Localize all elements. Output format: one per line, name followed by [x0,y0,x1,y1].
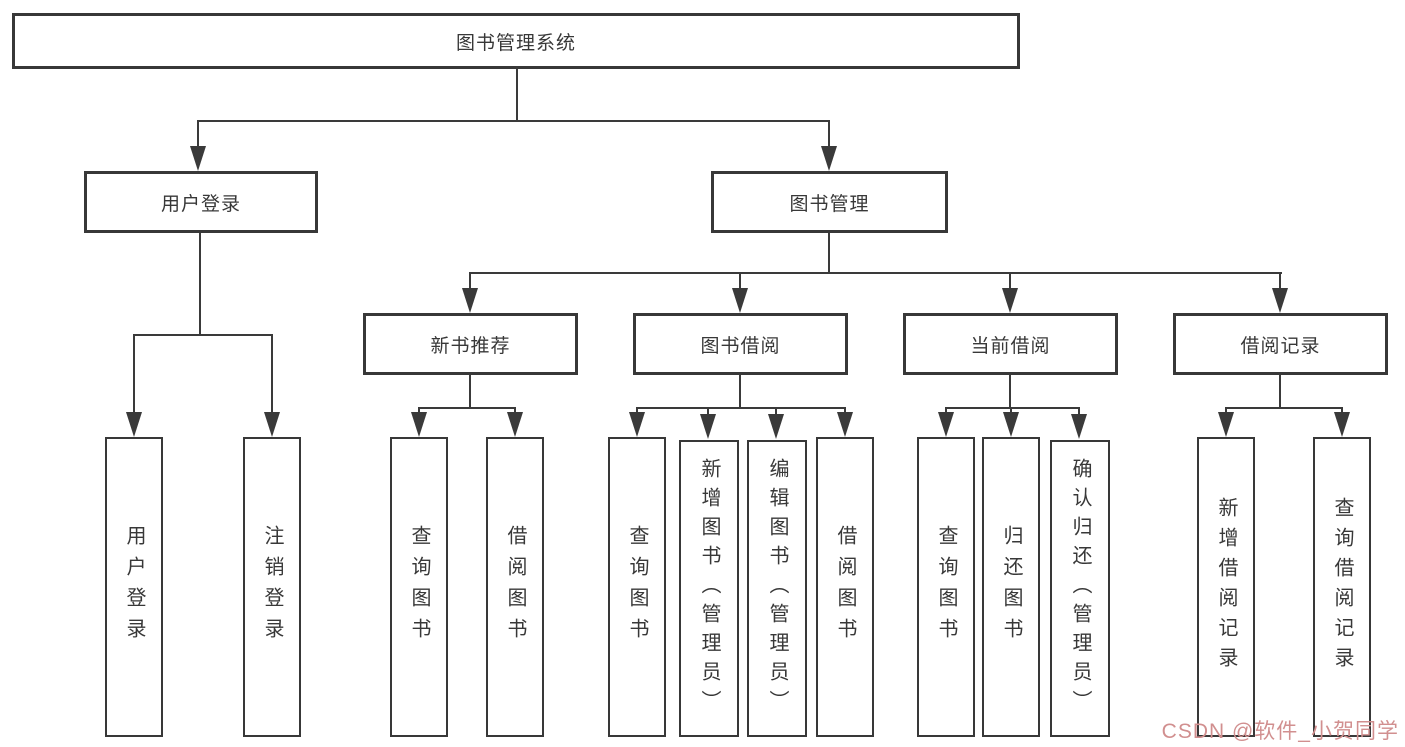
connector-line [516,66,518,120]
arrow-down [629,412,645,437]
leaf-user-login: 用户登录 [105,437,163,737]
arrow-down [126,412,142,437]
arrow-down [837,412,853,437]
connector-line [775,407,777,415]
connector-line [1010,407,1012,415]
connector-line [469,272,471,290]
leaf-label: 归还图书 [1000,525,1022,649]
connector-line [1279,272,1281,290]
node-current-borrow: 当前借阅 [903,313,1118,375]
arrow-down [1272,288,1288,313]
leaf-add-books-admin: 新增图书（管理员） [679,440,739,737]
arrow-down [821,146,837,171]
connector-line [418,407,420,415]
connector-line [707,407,709,415]
leaf-edit-books-admin: 编辑图书（管理员） [747,440,807,737]
leaf-query-books-current: 查询图书 [917,437,975,737]
leaf-label: 注销登录 [261,525,283,649]
connector-line [133,334,135,414]
connector-line [844,407,846,415]
leaf-label: 查询图书 [408,525,430,649]
arrow-down [1002,288,1018,313]
arrow-down [1071,414,1087,439]
connector-line [1279,375,1281,409]
arrow-down [462,288,478,313]
leaf-label: 借阅图书 [504,525,526,649]
leaf-query-borrow-record: 查询借阅记录 [1313,437,1371,737]
connector-line [418,407,516,409]
connector-line [469,375,471,409]
connector-line [1009,375,1011,409]
arrow-down [507,412,523,437]
arrow-down [1003,412,1019,437]
node-book-management: 图书管理 [711,171,948,233]
arrow-down [1218,412,1234,437]
node-borrow-records: 借阅记录 [1173,313,1388,375]
connector-line [197,120,830,122]
connector-line [636,407,638,415]
leaf-label: 查询图书 [935,525,957,649]
leaf-borrow-books-newbook: 借阅图书 [486,437,544,737]
leaf-query-books-borrow: 查询图书 [608,437,666,737]
arrow-down [768,414,784,439]
node-label: 图书管理 [789,193,870,215]
connector-line [1341,407,1343,415]
leaf-query-books-newbook: 查询图书 [390,437,448,737]
connector-line [636,407,846,409]
csdn-watermark: CSDN @软件_小贺同学 [1161,720,1399,743]
connector-line [199,233,201,335]
connector-line [945,407,947,415]
leaf-label: 查询图书 [626,525,648,649]
leaf-label: 用户登录 [123,525,145,649]
connector-line [1225,407,1227,415]
node-root-library-system: 图书管理系统 [12,13,1020,69]
leaf-label: 新增借阅记录 [1215,497,1237,677]
leaf-return-books: 归还图书 [982,437,1040,737]
connector-line [514,407,516,415]
connector-line [1225,407,1343,409]
arrow-down [732,288,748,313]
node-label: 用户登录 [160,193,241,215]
node-book-borrow: 图书借阅 [633,313,848,375]
node-user-login: 用户登录 [84,171,318,233]
connector-line [271,334,273,414]
node-label: 借阅记录 [1240,335,1321,357]
connector-line [197,120,199,148]
leaf-label: 编辑图书（管理员） [766,458,788,719]
leaf-confirm-return-admin: 确认归还（管理员） [1050,440,1110,737]
leaf-label: 查询借阅记录 [1331,497,1353,677]
connector-line [133,334,273,336]
leaf-borrow-books-borrow: 借阅图书 [816,437,874,737]
leaf-label: 借阅图书 [834,525,856,649]
arrow-down [264,412,280,437]
node-label: 当前借阅 [970,335,1051,357]
arrow-down [1334,412,1350,437]
leaf-add-borrow-record: 新增借阅记录 [1197,437,1255,737]
connector-line [1078,407,1080,415]
leaf-label: 新增图书（管理员） [698,458,720,719]
arrow-down [411,412,427,437]
node-new-book-recommend: 新书推荐 [363,313,578,375]
node-label: 图书管理系统 [455,32,576,54]
arrow-down [938,412,954,437]
connector-line [469,272,1282,274]
leaf-label: 确认归还（管理员） [1069,458,1091,719]
connector-line [828,233,830,274]
arrow-down [700,414,716,439]
node-label: 新书推荐 [430,335,511,357]
arrow-down [190,146,206,171]
connector-line [1009,272,1011,290]
leaf-logout: 注销登录 [243,437,301,737]
connector-line [945,407,1080,409]
connector-line [739,375,741,409]
connector-line [739,272,741,290]
connector-line [828,120,830,148]
node-label: 图书借阅 [700,335,781,357]
